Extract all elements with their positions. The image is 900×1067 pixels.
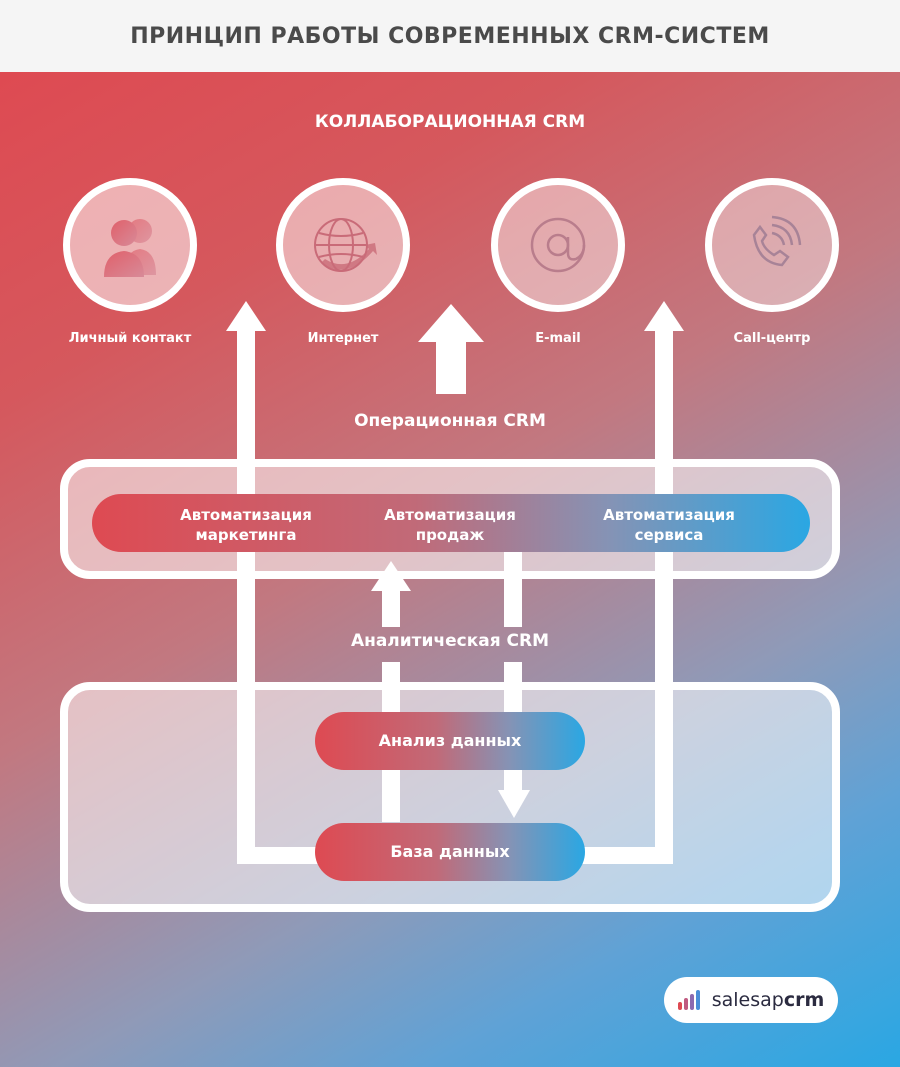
- channel-circle-email: [491, 178, 625, 312]
- right-loop-horizontal: [575, 847, 673, 864]
- database-pill: База данных: [315, 823, 585, 881]
- analytical-panel: [60, 682, 840, 912]
- at-sign-icon: [530, 217, 586, 273]
- analytical-crm-title: Аналитическая CRM: [350, 631, 550, 651]
- header: ПРИНЦИП РАБОТЫ СОВРЕМЕННЫХ CRM-СИСТЕМ: [0, 0, 900, 72]
- globe-icon: [314, 218, 377, 272]
- right-up-arrowhead: [644, 301, 684, 331]
- channel-circle-callcenter: [705, 178, 839, 312]
- diagram-canvas: КОЛЛАБОРАЦИОННАЯ CRM: [0, 72, 900, 1067]
- channel-label-callcenter: Call-центр: [733, 331, 811, 346]
- channel-label-personal: Личный контакт: [68, 331, 192, 346]
- middle-up-arrowhead: [371, 561, 411, 591]
- big-up-arrow: [418, 304, 484, 394]
- database-label: База данных: [390, 841, 510, 861]
- people-icon: [104, 219, 156, 277]
- data-analysis-pill: Анализ данных: [315, 712, 585, 770]
- channel-circle-internet: [276, 178, 410, 312]
- middle-down-arrowhead: [498, 790, 530, 818]
- phone-icon: [752, 215, 802, 267]
- data-analysis-label: Анализ данных: [378, 730, 522, 750]
- left-loop-horizontal: [237, 847, 327, 864]
- service-automation: Автоматизация сервиса: [603, 506, 735, 545]
- channel-circle-personal: [63, 178, 197, 312]
- operational-crm-title: Операционная CRM: [354, 411, 546, 431]
- sales-automation: Автоматизация продаж: [384, 506, 516, 545]
- right-loop-vertical: [655, 326, 673, 864]
- channel-label-internet: Интернет: [307, 331, 379, 346]
- middle-up-shaft-upper: [382, 587, 400, 627]
- logo-text-crm: crm: [783, 989, 825, 1011]
- left-up-arrowhead: [226, 301, 266, 331]
- salesap-logo: salesapcrm: [664, 977, 838, 1023]
- channel-label-email: E-mail: [535, 331, 581, 346]
- marketing-automation: Автоматизация маркетинга: [180, 506, 312, 545]
- left-loop-vertical: [237, 326, 255, 864]
- page-title: ПРИНЦИП РАБОТЫ СОВРЕМЕННЫХ CRM-СИСТЕМ: [130, 23, 770, 49]
- operational-pill: [92, 494, 810, 552]
- collaborative-crm-title: КОЛЛАБОРАЦИОННАЯ CRM: [314, 112, 586, 132]
- bar-chart-logo-icon: [677, 990, 700, 1010]
- middle-down-shaft-upper: [504, 552, 522, 627]
- logo-text-salesap: salesap: [711, 989, 784, 1011]
